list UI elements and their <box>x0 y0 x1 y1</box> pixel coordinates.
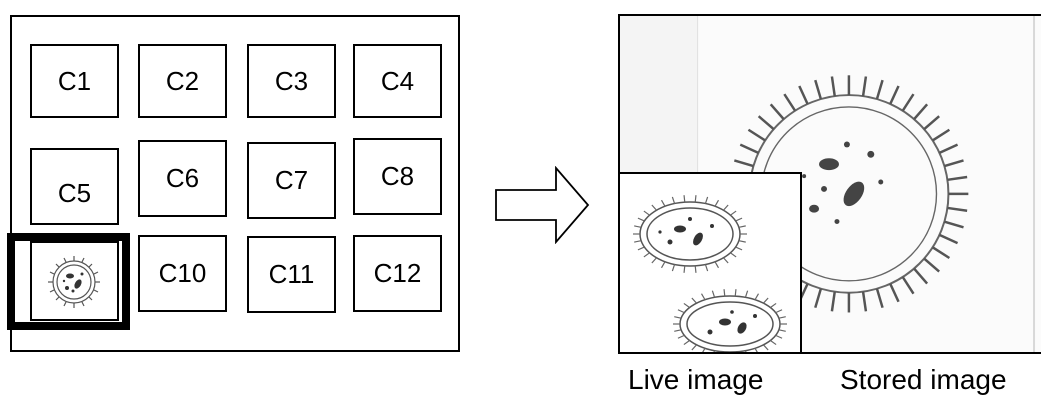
live-image-caption: Live image <box>628 364 764 395</box>
cell-c11[interactable]: C11 <box>247 236 336 313</box>
cell-c4[interactable]: C4 <box>353 44 442 118</box>
cell-c6[interactable]: C6 <box>138 140 227 217</box>
cell-c7[interactable]: C7 <box>247 142 336 219</box>
display-preview <box>618 14 1041 354</box>
cell-c8[interactable]: C8 <box>353 138 442 215</box>
live-image-inset <box>620 172 802 352</box>
selected-cell-highlight <box>7 233 130 330</box>
image-grid-panel: C1 C2 C3 C4 C5 C6 C7 C8 <box>10 15 460 352</box>
live-image <box>633 195 787 352</box>
microbe-thumbnail-icon <box>47 256 100 308</box>
right-arrow-icon <box>495 166 590 244</box>
cell-c1[interactable]: C1 <box>30 44 119 118</box>
cell-c10[interactable]: C10 <box>138 235 227 312</box>
cell-c9-thumbnail[interactable] <box>30 241 119 321</box>
cell-c12[interactable]: C12 <box>353 235 442 312</box>
stored-image-caption: Stored image <box>840 364 1007 395</box>
cell-c5[interactable]: C5 <box>30 148 119 225</box>
cell-c3[interactable]: C3 <box>247 44 336 118</box>
cell-c2[interactable]: C2 <box>138 44 227 118</box>
